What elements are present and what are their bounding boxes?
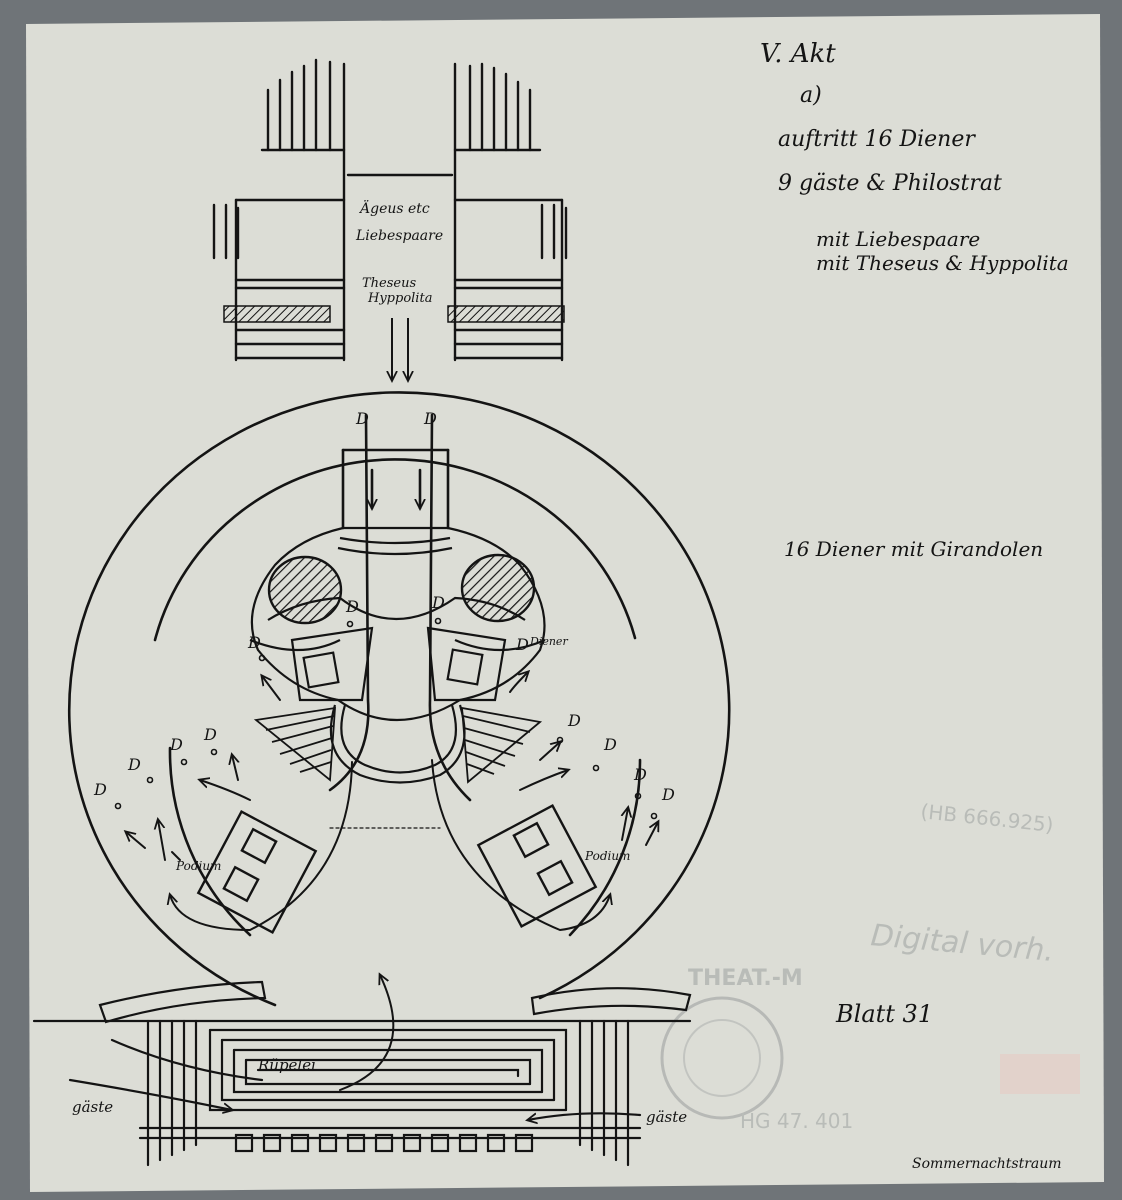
servant-mark: D [247,633,261,652]
stamp-circle [660,996,784,1120]
servant-mark: D [355,409,369,428]
notes-block: V. Akt a) auftritt 16 Diener 9 gäste & P… [760,39,1069,1172]
servants-small-label: Diener [529,635,568,648]
note-line-3: mit Liebespaare [816,227,980,251]
movement-arrows [126,672,658,1091]
note-line-2: 9 gäste & Philostrat [778,171,1002,196]
servant-dots [114,617,658,820]
hatched-bar-right [447,305,565,323]
note-line-1: auftritt 16 Diener [778,127,976,152]
servant-mark: D [603,735,617,754]
stage-circle-upper [67,391,731,1007]
couple-label-2: Hyppolita [367,291,432,306]
couple-label-1: Theseus [362,276,416,291]
servant-mark: D [345,597,359,616]
note-line-4: mit Theseus & Hyppolita [816,251,1069,275]
podium-left [196,810,318,934]
servant-mark: D [93,780,107,799]
note-sheet: Blatt 31 [835,1000,933,1028]
entrance-label-1: Ägeus etc [358,199,430,217]
guests-label-right: gäste [646,1108,687,1126]
guests-label-left: gäste [72,1098,113,1116]
inner-arc-upper [153,458,637,642]
round-stage [67,391,731,1007]
lower-stage [32,980,692,1167]
fan-stairs [253,706,543,784]
stamp-theatre: THEAT.-M [688,966,803,991]
servant-markers: D D D D D D D D D D D D D D [93,409,675,804]
note-act: V. Akt [760,39,836,69]
servant-mark: D [169,735,183,754]
servant-mark: D [127,755,141,774]
upper-entrance [212,58,568,362]
entrance-label-2: Liebespaare [355,228,443,244]
servant-mark: D [203,725,217,744]
note-servants: 16 Diener mit Girandolen [784,537,1043,561]
inner-arc-right [568,758,642,937]
servant-mark: D [423,409,437,428]
servant-mark: D [661,785,675,804]
podium-label-right: Podium [584,849,630,863]
servant-mark: D [431,593,445,612]
signature: Sommernachtstraum [912,1156,1062,1172]
inner-arc-left [168,746,252,937]
hatched-column-left [267,555,343,625]
rupel-label: Rüpelei [257,1056,316,1074]
stamp-inventory: HG 47. 401 [740,1109,853,1133]
note-sub: a) [800,83,822,108]
hatched-column-right [460,553,536,623]
servant-mark: D [633,765,647,784]
entry-arrows [392,318,408,380]
podium-right [476,804,598,928]
servant-mark: D [515,635,529,654]
hatched-bar-left [223,305,331,323]
servant-mark: D [567,711,581,730]
podium-label-left: Podium [175,859,221,873]
